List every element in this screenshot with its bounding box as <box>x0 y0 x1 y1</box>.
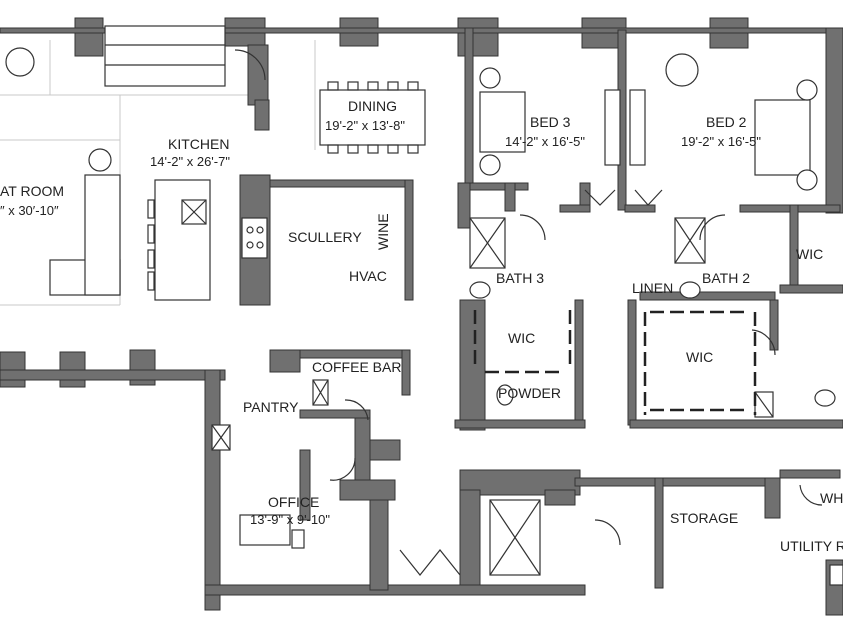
great-room-name: AT ROOM <box>0 183 64 199</box>
window-bay <box>104 25 226 87</box>
range <box>241 217 268 259</box>
dining-name: DINING <box>348 98 397 114</box>
room-labels: AT ROOM ″ x 30′-10″ KITCHEN 14'-2" x 26'… <box>0 98 843 554</box>
bed-2-name: BED 2 <box>706 114 747 130</box>
kitchen-name: KITCHEN <box>168 136 229 152</box>
wic-bed2-name: WIC <box>686 349 713 365</box>
door-swings <box>234 49 823 576</box>
dining-table <box>319 89 426 146</box>
office-name: OFFICE <box>268 494 319 510</box>
zone-lines <box>0 40 316 306</box>
kitchen-dims: 14'-2" x 26'-7" <box>150 154 230 169</box>
bed-3-dims: 14'-2" x 16'-5" <box>505 134 585 149</box>
hvac-name: HVAC <box>349 268 387 284</box>
scullery-name: SCULLERY <box>288 229 362 245</box>
linen-name: LINEN <box>632 280 673 296</box>
kitchen-island <box>154 179 211 301</box>
bed-3 <box>479 91 526 153</box>
bed-3-name: BED 3 <box>530 114 571 130</box>
great-room-dims: ″ x 30′-10″ <box>0 203 59 218</box>
wh-name: WH <box>820 490 843 506</box>
office-desk <box>239 514 291 546</box>
pantry-name: PANTRY <box>243 399 299 415</box>
powder-name: POWDER <box>498 385 561 401</box>
utility-name: UTILITY RO <box>780 538 843 554</box>
bath-3-name: BATH 3 <box>496 270 544 286</box>
storage-name: STORAGE <box>670 510 738 526</box>
bed-2-dims: 19'-2" x 16'-5" <box>681 134 761 149</box>
wine-name: WINE <box>375 213 391 250</box>
wic-right-name: WIC <box>796 246 823 262</box>
office-dims: 13'-9" x 9'-10" <box>250 512 330 527</box>
furniture <box>5 25 843 586</box>
walls <box>0 17 843 616</box>
closet-rails <box>473 310 757 415</box>
wic-bed3-name: WIC <box>508 330 535 346</box>
bed-2 <box>754 99 811 176</box>
bath-2-name: BATH 2 <box>702 270 750 286</box>
coffee-bar-name: COFFEE BAR <box>312 359 401 375</box>
dining-dims: 19'-2" x 13'-8" <box>325 118 405 133</box>
